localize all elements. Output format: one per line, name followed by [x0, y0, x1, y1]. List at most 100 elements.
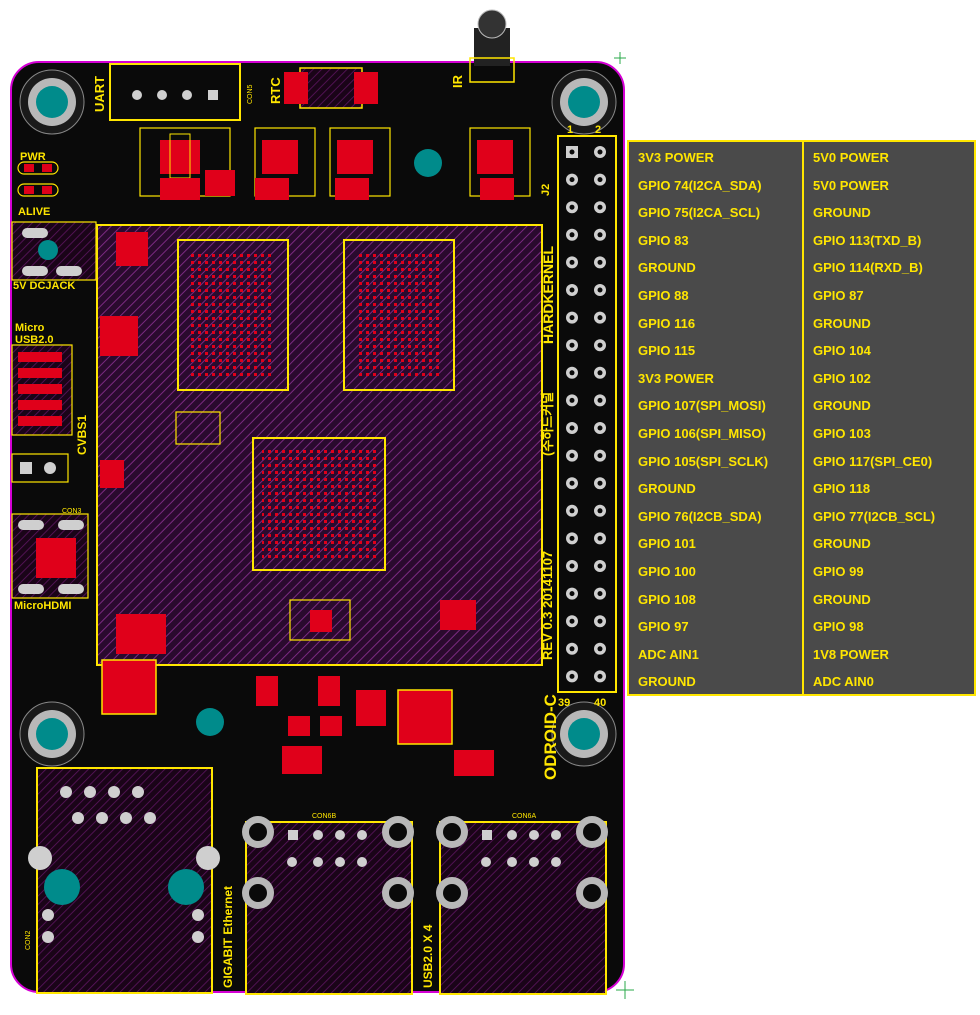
gpio-pin-hole [597, 287, 603, 293]
pinout-cell: GROUND [638, 674, 696, 690]
gpio-header-j2 [557, 135, 617, 693]
pinout-cell: GPIO 114(RXD_B) [813, 260, 923, 276]
pinout-cell: GPIO 113(TXD_B) [813, 232, 922, 248]
gpio-pin-hole [597, 149, 603, 155]
revision-label: REV 0.3 20141107 [540, 551, 555, 660]
ethernet-phy-chip [101, 659, 157, 715]
pinout-cell: GROUND [813, 536, 871, 552]
cvbs-header [11, 453, 69, 483]
pinout-cell: GROUND [813, 315, 871, 331]
gpio-pin-hole [569, 370, 575, 376]
usb-stack-right [436, 816, 608, 995]
mounting-hole-top-left [19, 69, 85, 135]
usb-hub-chip [397, 689, 453, 745]
fiducial-bottom [196, 708, 224, 736]
pin2-label: 2 [595, 124, 601, 136]
crosshair-marks [614, 52, 634, 999]
pin1-label: 1 [567, 124, 573, 136]
gpio-pin-hole [597, 342, 603, 348]
gpio-pin-hole [597, 591, 603, 597]
gpio-pin-hole [597, 315, 603, 321]
pinout-cell: ADC AIN1 [638, 646, 699, 662]
gpio-pin-hole [597, 397, 603, 403]
pinout-cell: GPIO 105(SPI_SCLK) [638, 453, 769, 469]
rtc-label: RTC [268, 77, 283, 104]
pwr-label: PWR [20, 151, 46, 163]
usb20-label: USB2.0 [15, 334, 54, 346]
pinout-cell: GPIO 98 [813, 619, 864, 635]
gpio-pin-hole [569, 315, 575, 321]
pinout-cell: GPIO 76(I2CB_SDA) [638, 508, 762, 524]
gpio-pin-hole [569, 508, 575, 514]
gpio-pin-hole [597, 535, 603, 541]
gpio-pin-hole [597, 453, 603, 459]
gpio-pin-hole [569, 177, 575, 183]
pinout-cell: GROUND [813, 205, 871, 221]
micro-label: Micro [15, 322, 45, 334]
j2-label: J2 [540, 184, 552, 196]
maker-english-label: HARDKERNEL [540, 246, 556, 344]
pinout-cell: GPIO 118 [813, 481, 871, 497]
pinout-cell: GPIO 103 [813, 426, 871, 441]
pinout-cell: GROUND [813, 398, 871, 414]
pin39-label: 39 [558, 697, 570, 709]
con6a-label: CON6A [512, 813, 536, 820]
pinout-cell: 1V8 POWER [813, 646, 889, 662]
gpio-pin-hole [569, 287, 575, 293]
pinout-cell: GPIO 75(I2CA_SCL) [638, 205, 761, 221]
con5-label: CON5 [247, 84, 254, 104]
pinout-cell: GPIO 106(SPI_MISO) [638, 426, 766, 441]
microhdmi-label: MicroHDMI [14, 600, 71, 612]
ir-receiver-dome [477, 9, 507, 39]
pinout-cell: GPIO 97 [638, 619, 689, 635]
ethernet-jack [28, 767, 220, 994]
pinout-cell: GPIO 104 [813, 343, 871, 359]
mounting-hole-top-right [551, 69, 617, 135]
power-switch-parts [256, 676, 494, 776]
gpio-pin-hole [569, 397, 575, 403]
pinout-cell: GPIO 101 [638, 536, 696, 552]
pinout-cell: 5V0 POWER [813, 177, 889, 193]
pinout-cell: GPIO 83 [638, 232, 689, 248]
pinout-cell: GPIO 100 [638, 564, 696, 579]
uart-label: UART [92, 76, 107, 112]
micro-usb-port [11, 344, 73, 436]
pinout-cell: GPIO 108 [638, 591, 696, 607]
pinout-cell: GPIO 115 [638, 343, 696, 359]
pinout-cell: 3V3 POWER [638, 370, 714, 386]
usbx4-label: USB2.0 X 4 [421, 924, 435, 988]
dram-chip-right [343, 239, 455, 391]
pinout-cell: GPIO 102 [813, 370, 871, 386]
gpio-pin-hole [597, 259, 603, 265]
fiducial-top [414, 149, 442, 177]
pinout-cell: 3V3 POWER [638, 150, 714, 165]
con6b-label: CON6B [312, 813, 336, 820]
board-name-label: ODROID-C [541, 694, 560, 780]
pinout-cell: GROUND [813, 591, 871, 607]
ir-label: IR [450, 74, 465, 88]
dcjack-label: 5V DCJACK [13, 280, 75, 292]
pinout-cell: GPIO 116 [638, 315, 696, 331]
mounting-hole-bottom-right [551, 701, 617, 767]
gpio-pin-hole [597, 370, 603, 376]
pinout-cell: GPIO 77(I2CB_SCL) [813, 508, 936, 524]
uart-connector [109, 63, 241, 121]
gpio-pin-hole [597, 673, 603, 679]
gpio-pin-hole [569, 591, 575, 597]
rtc-battery [284, 67, 378, 109]
gpio-pin-hole [597, 177, 603, 183]
gpio-pin-hole [597, 646, 603, 652]
pinout-cell: GPIO 107(SPI_MOSI) [638, 398, 766, 414]
cvbs-label: CVBS1 [75, 415, 89, 455]
pinout-cell: 5V0 POWER [813, 150, 889, 165]
soc-chip [252, 437, 386, 571]
usb-stack-left [242, 816, 414, 995]
gpio-pin-hole [597, 563, 603, 569]
pinout-cell: ADC AIN0 [813, 674, 874, 690]
pinout-cell: GROUND [638, 260, 696, 276]
gpio-pin-hole [569, 646, 575, 652]
pinout-cell: GPIO 99 [813, 564, 864, 579]
